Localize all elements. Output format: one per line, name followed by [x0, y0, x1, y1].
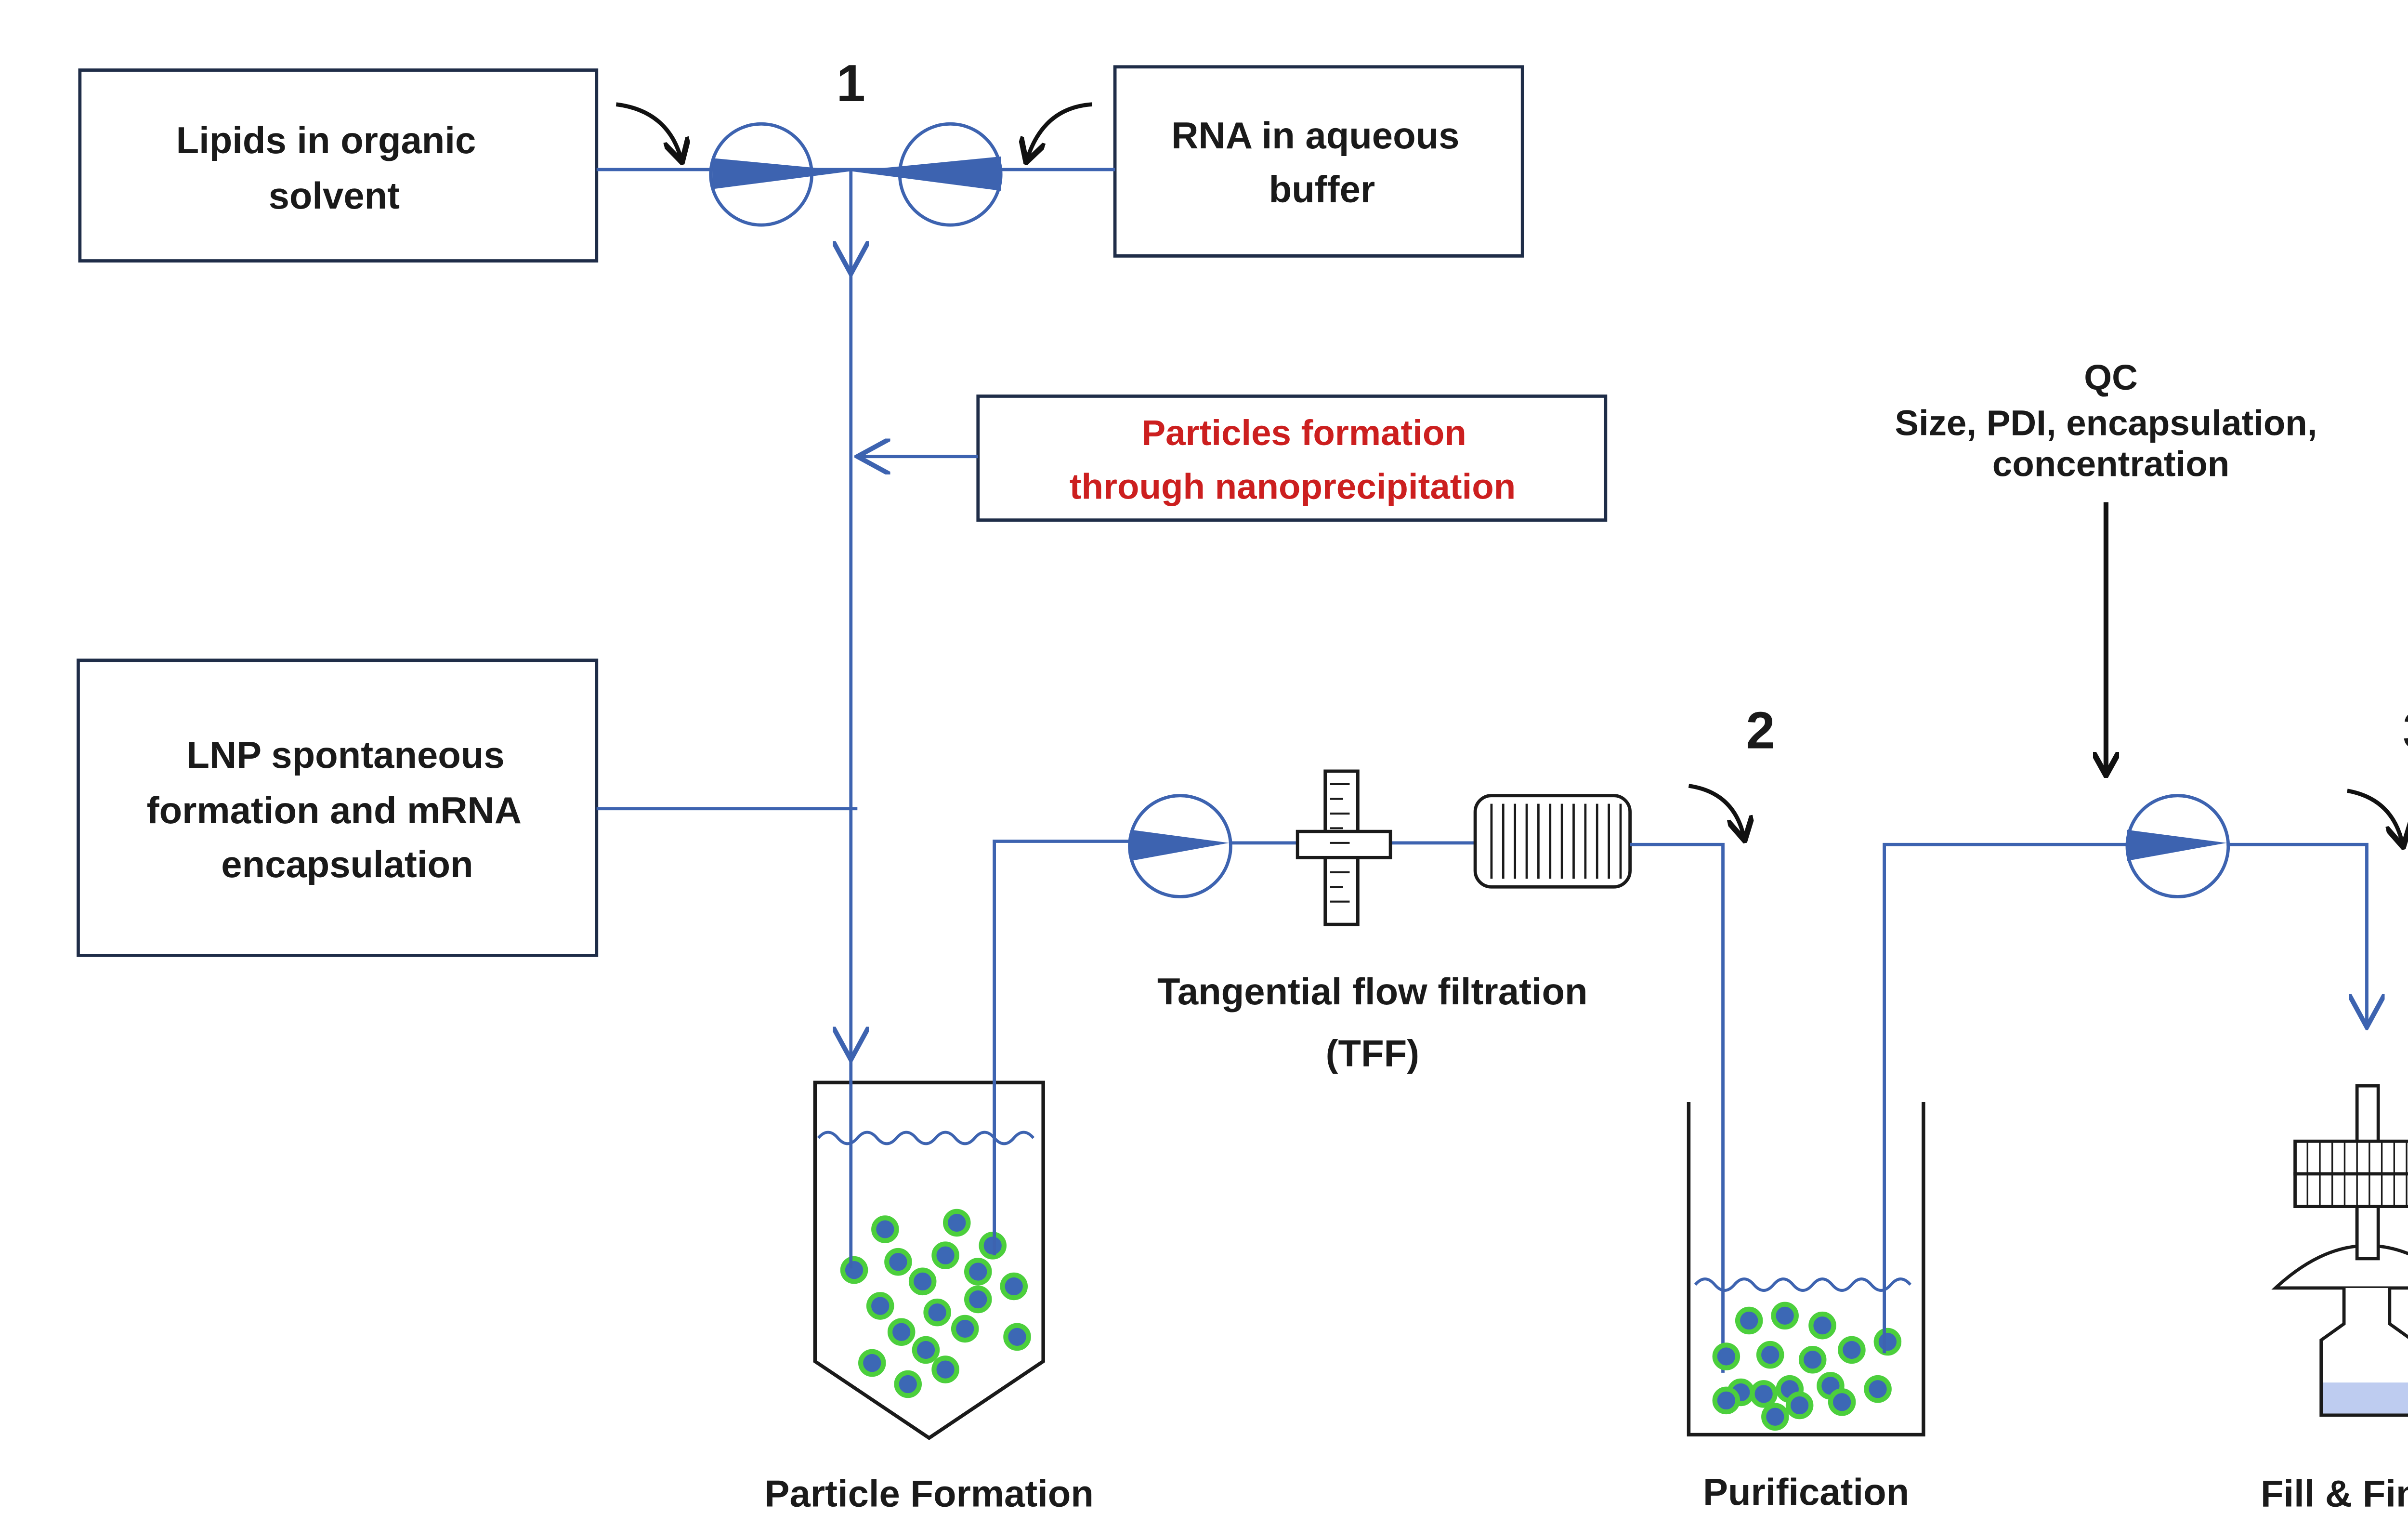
lnp-particle [1750, 1380, 1778, 1408]
lnp-label-line3: encapsulation [221, 844, 473, 885]
lnp-particle [1798, 1346, 1827, 1374]
stage-label-purification: Purification [1703, 1472, 1909, 1513]
lnp-particle [840, 1256, 868, 1284]
lnp-particle [866, 1292, 894, 1320]
lnp-particle [1735, 1306, 1763, 1335]
lnp-particle [1864, 1375, 1892, 1403]
lnp-particle [1785, 1391, 1814, 1420]
particle-formation-vessel [813, 1080, 1045, 1440]
rna-pump-icon [851, 122, 1003, 227]
lnp-particle [943, 1209, 971, 1237]
vial-liquid [2323, 1382, 2408, 1414]
step-1-label: 1 [837, 54, 865, 112]
rna-label-line1: RNA in aqueous [1171, 115, 1459, 157]
lnp-formation-box: LNP spontaneous formation and mRNA encap… [77, 658, 599, 957]
fill-finish-apparatus [2271, 1084, 2408, 1417]
purification-vessel [1687, 1102, 1925, 1437]
lnp-particle [951, 1315, 979, 1343]
tff-to-purification-line [1630, 842, 1725, 1373]
rna-curved-arrow [1027, 102, 1092, 160]
nanoprecipitation-box: Particles formation through nanoprecipit… [976, 395, 1608, 522]
vessel-outlet-tube [993, 840, 1133, 1256]
lnp-particle [1756, 1341, 1784, 1369]
purification-particle-group [1712, 1302, 1902, 1431]
lnp-particle [887, 1318, 916, 1346]
qc-label-line2: Size, PDI, encapsulation, [1895, 403, 2317, 443]
lipids-label-line1: Lipids in organic [176, 120, 476, 161]
lnp-particle [1761, 1403, 1789, 1431]
lipids-label-line2: solvent [269, 175, 400, 217]
lnp-particle [931, 1241, 959, 1269]
stage-label-particle-formation: Particle Formation [765, 1473, 1094, 1514]
nanoprecipitation-line1: Particles formation [1141, 413, 1466, 453]
stage-label-fill-finish: Fill & Finish [2261, 1473, 2408, 1514]
lnp-particle [1003, 1323, 1031, 1351]
rna-input-box: RNA in aqueous buffer [1113, 65, 1524, 258]
tff-pump-icon [1128, 794, 1232, 898]
lnp-particle [884, 1248, 912, 1276]
lnp-particle [1873, 1328, 1902, 1356]
lipids-input-box: Lipids in organic solvent [78, 68, 599, 263]
lnp-particle [964, 1285, 992, 1314]
lnp-particle [1771, 1302, 1799, 1330]
lnp-particle [1712, 1386, 1741, 1415]
lnp-particle [908, 1267, 937, 1296]
qc-label-line1: QC [2084, 357, 2138, 397]
qc-label-line3: concentration [1992, 444, 2229, 484]
purification-liquid-surface [1694, 1277, 1912, 1292]
lnp-particle [1000, 1272, 1028, 1301]
fill-line [2226, 842, 2367, 1027]
lnp-particle [858, 1349, 886, 1377]
lipids-curved-arrow [615, 102, 681, 160]
tff-label-line1: Tangential flow filtration [1157, 971, 1588, 1013]
lnp-particle [1828, 1388, 1856, 1416]
lnp-particle [894, 1370, 922, 1398]
vessel-liquid-surface [817, 1131, 1035, 1145]
nanoprecipitation-line2: through nanoprecipitation [1070, 467, 1516, 507]
step-3-curved-arrow [2347, 789, 2403, 845]
step-2-label: 2 [1746, 701, 1775, 760]
lnp-particle [871, 1215, 899, 1243]
lnp-label-line1: LNP spontaneous [186, 735, 504, 776]
tff-label-line2: (TFF) [1326, 1033, 1419, 1075]
lipid-pump-icon [709, 122, 851, 227]
filter-holder-icon [1296, 769, 1392, 926]
vessel-particle-group [840, 1209, 1031, 1398]
tff-cartridge-icon [1473, 794, 1632, 889]
lnp-particle [912, 1336, 940, 1364]
step-3-label: 3 [2403, 701, 2408, 760]
lnp-particle [964, 1258, 992, 1286]
lnp-particle [1838, 1336, 1866, 1364]
step-2-curved-arrow [1688, 784, 1744, 838]
rna-label-line2: buffer [1269, 169, 1375, 210]
fill-pump-icon [2125, 794, 2230, 898]
lnp-particle [1808, 1311, 1836, 1340]
purification-outlet-tube [1883, 842, 2131, 1354]
lnp-particle [1712, 1342, 1741, 1370]
lnp-particle [931, 1355, 959, 1383]
lnp-particle [923, 1298, 951, 1327]
lnp-label-line2: formation and mRNA [147, 790, 522, 831]
